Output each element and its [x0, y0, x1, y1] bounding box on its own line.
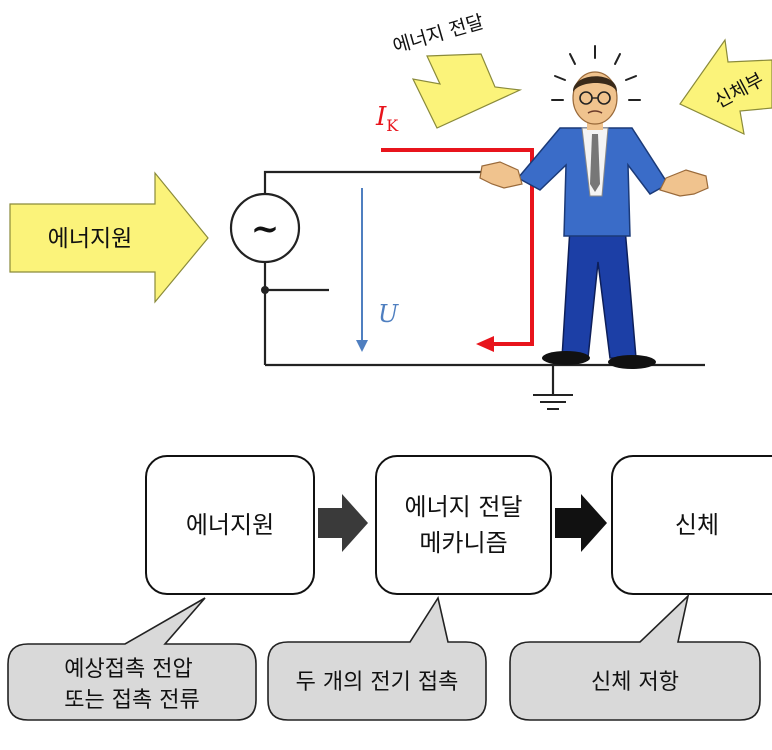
flow-box-transfer-mechanism: 에너지 전달 메카니즘: [375, 455, 552, 595]
junction-dot: [261, 286, 269, 294]
callout-3-shape: [509, 593, 761, 721]
energy-source-arrow-label: 에너지원: [48, 226, 133, 252]
callout-1-shape: [7, 597, 257, 721]
energy-transfer-arrow: [411, 53, 523, 129]
ac-source-tilde: ~: [251, 209, 280, 249]
flow-arrow-1: [318, 494, 368, 552]
callout-1-text: 예상접촉 전압 또는 접촉 전류: [64, 657, 199, 713]
callout-2-shape: [267, 595, 487, 721]
ground-symbol: [533, 394, 573, 410]
flow-box-energy-source-text: 에너지원: [185, 511, 275, 539]
energy-source-arrow: 에너지원: [9, 171, 209, 304]
ac-source-symbol: ~: [229, 192, 301, 264]
current-label: IK: [375, 102, 399, 135]
flow-box-energy-source: 에너지원: [145, 455, 315, 595]
flow-arrow-2: [555, 494, 607, 552]
current-path: [381, 148, 534, 352]
flow-box-body-text: 신체: [674, 511, 720, 539]
flow-box-body: 신체: [611, 455, 772, 595]
shocked-man-illustration: [479, 45, 709, 369]
voltage-arrow: [356, 188, 368, 352]
voltage-label: U: [378, 300, 399, 328]
flow-box-transfer-mechanism-text: 에너지 전달 메카니즘: [404, 493, 523, 557]
body-part-arrow: [679, 38, 772, 136]
callout-3-text: 신체 저항: [591, 670, 679, 695]
callout-2-text: 두 개의 전기 접촉: [296, 670, 459, 695]
energy-transfer-label: 에너지 전달: [390, 11, 486, 58]
